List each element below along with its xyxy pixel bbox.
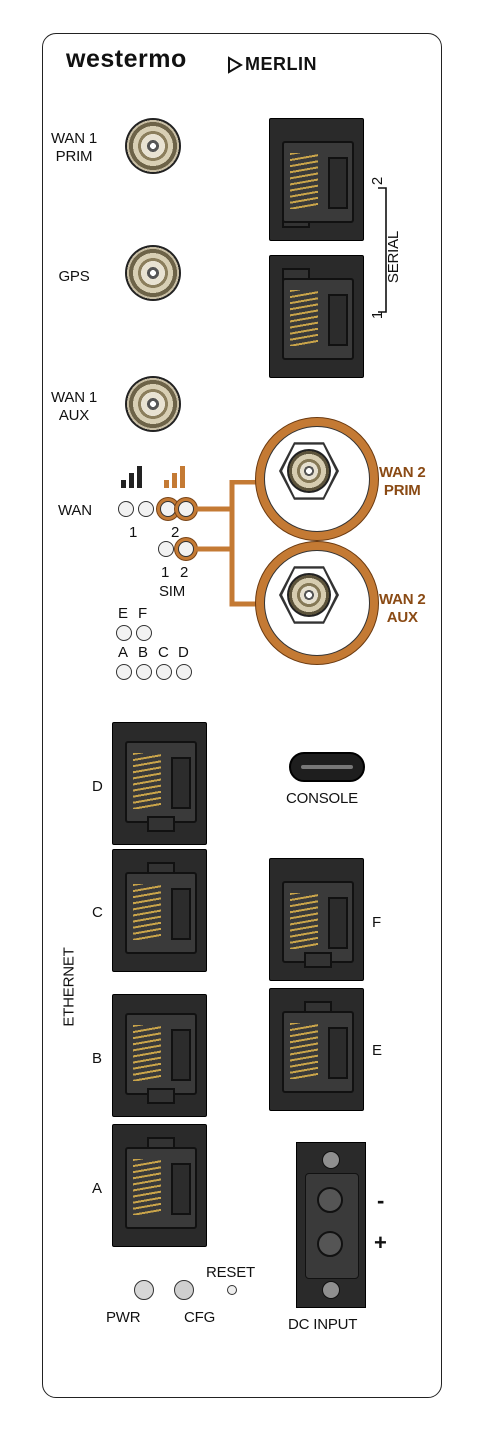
led-label-c: C	[158, 644, 169, 661]
wan2-aux-antenna-connector[interactable]	[255, 541, 379, 665]
led-label-e: E	[118, 605, 128, 622]
status-led-f	[136, 625, 152, 641]
sim-label: SIM	[159, 583, 186, 600]
play-outline-icon	[227, 56, 243, 79]
led-label-a: A	[118, 644, 128, 661]
sim-number-2: 2	[180, 564, 189, 581]
status-led-c	[156, 664, 172, 680]
serial-port-1-number: 1	[369, 310, 387, 320]
wan1-prim-antenna-connector[interactable]	[125, 118, 181, 174]
sim-led-2	[178, 541, 194, 557]
port-label-f: F	[372, 914, 381, 931]
reset-pinhole-button[interactable]	[227, 1285, 237, 1295]
ethernet-port-d[interactable]	[112, 722, 207, 845]
dc-input-label: DC INPUT	[288, 1316, 358, 1333]
antenna-label-gps: GPS	[58, 268, 90, 285]
port-label-a: A	[92, 1180, 102, 1197]
cfg-label: CFG	[184, 1309, 216, 1326]
dc-input-terminal[interactable]	[296, 1142, 366, 1308]
ethernet-port-c[interactable]	[112, 849, 207, 972]
status-led-b	[136, 664, 152, 680]
signal-bars-icon	[162, 462, 192, 495]
console-label: CONSOLE	[286, 790, 358, 807]
port-label-e: E	[372, 1042, 382, 1059]
status-led-e	[116, 625, 132, 641]
status-led-a	[116, 664, 132, 680]
sim-number-1: 1	[161, 564, 170, 581]
console-usb-c-port[interactable]	[289, 752, 365, 782]
serial-port-2-number: 2	[369, 176, 387, 186]
antenna-label-wan1-aux: WAN 1 AUX	[51, 389, 97, 424]
serial-port-1[interactable]	[269, 255, 364, 378]
wan1-aux-antenna-connector[interactable]	[125, 376, 181, 432]
serial-port-2[interactable]	[269, 118, 364, 241]
ethernet-port-e[interactable]	[269, 988, 364, 1111]
merlin-logo: MERLIN	[245, 54, 317, 74]
serial-bracket	[376, 180, 390, 325]
ethernet-port-a[interactable]	[112, 1124, 207, 1247]
port-label-b: B	[92, 1050, 102, 1067]
ethernet-label: ETHERNET	[60, 947, 78, 1027]
reset-label: RESET	[206, 1264, 256, 1281]
cfg-button[interactable]	[174, 1280, 194, 1300]
antenna-label-wan1-prim: WAN 1 PRIM	[51, 130, 97, 165]
sim-led-1	[158, 541, 174, 557]
status-led-d	[176, 664, 192, 680]
wan2-prim-label: WAN 2 PRIM	[379, 464, 426, 499]
wan2-led-2	[178, 501, 194, 517]
led-label-d: D	[178, 644, 189, 661]
ethernet-port-f[interactable]	[269, 858, 364, 981]
wan-label: WAN	[58, 502, 92, 519]
wan2-prim-antenna-connector[interactable]	[255, 417, 379, 541]
signal-bars-icon	[119, 462, 149, 495]
wan2-aux-label: WAN 2 AUX	[379, 591, 426, 626]
ethernet-port-b[interactable]	[112, 994, 207, 1117]
wan2-routing-lines	[190, 479, 270, 615]
port-label-c: C	[92, 904, 103, 921]
port-label-d: D	[92, 778, 103, 795]
pwr-led	[134, 1280, 154, 1300]
dc-plus-label: +	[374, 1230, 387, 1255]
wan-group-1-number: 1	[129, 524, 138, 541]
serial-label: SERIAL	[385, 230, 403, 284]
pwr-label: PWR	[106, 1309, 141, 1326]
wan1-led-1	[118, 501, 134, 517]
westermo-logo: westermo	[66, 45, 187, 73]
device-front-panel	[42, 33, 442, 1398]
led-label-f: F	[138, 605, 147, 622]
gps-antenna-connector[interactable]	[125, 245, 181, 301]
wan-group-2-number: 2	[171, 524, 180, 541]
wan2-led-1	[160, 501, 176, 517]
dc-minus-label: -	[377, 1188, 385, 1213]
wan1-led-2	[138, 501, 154, 517]
led-label-b: B	[138, 644, 148, 661]
